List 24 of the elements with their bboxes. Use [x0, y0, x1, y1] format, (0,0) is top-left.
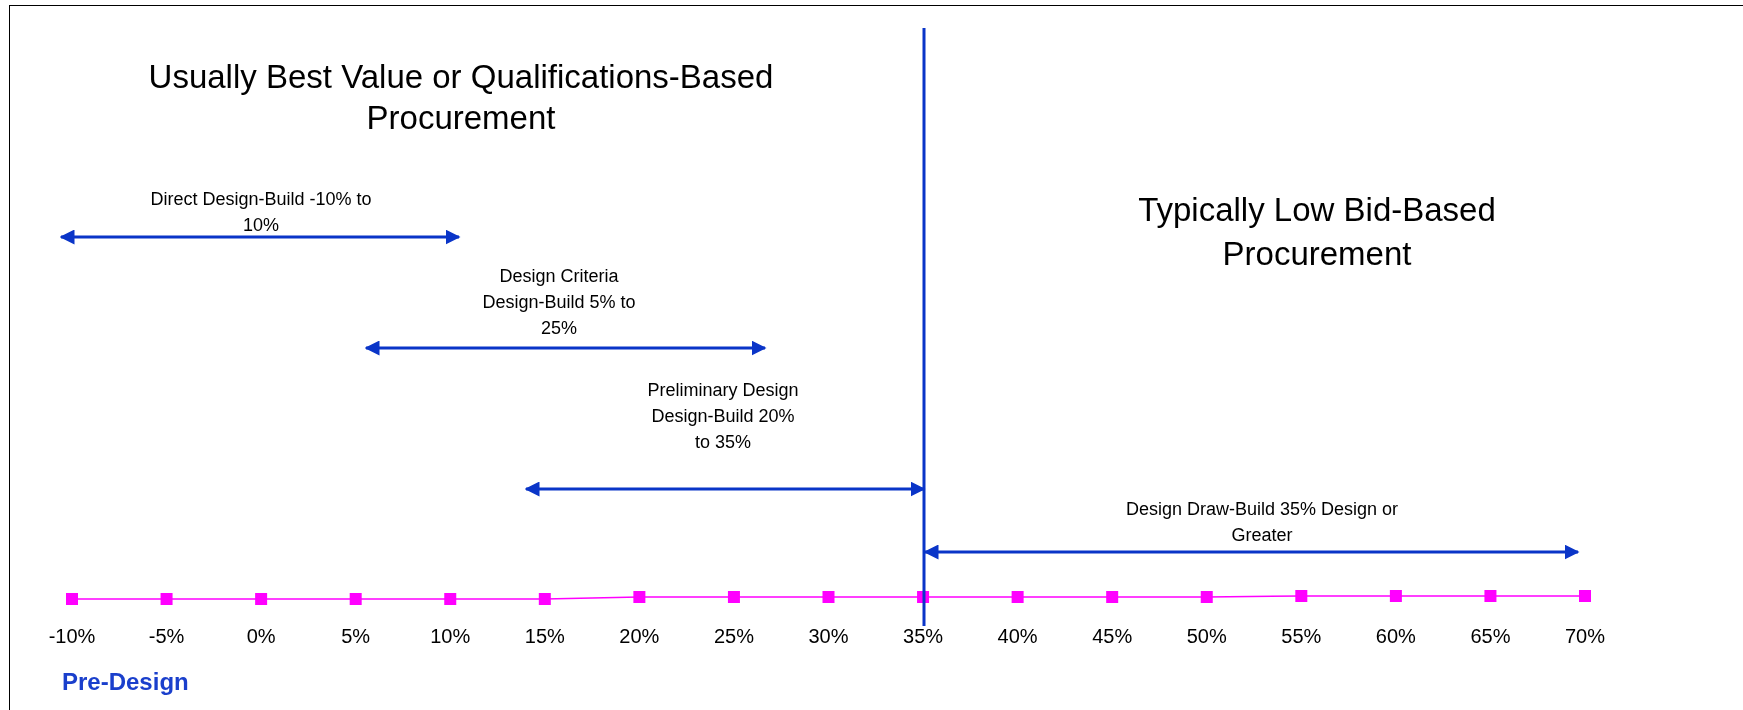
tick-label: 60%: [1374, 624, 1417, 648]
tick-label: 65%: [1469, 624, 1512, 648]
range-label: Design Draw-Build 35% Design or Greater: [1124, 498, 1400, 547]
tick-label: 45%: [1091, 624, 1134, 648]
tick-label: 25%: [712, 624, 755, 648]
tick-label: 40%: [996, 624, 1039, 648]
tick-label: -10%: [47, 624, 97, 648]
tick-label: 10%: [429, 624, 472, 648]
tick-label: 50%: [1185, 624, 1228, 648]
range-label: Design Criteria Design-Build 5% to 25%: [481, 265, 637, 340]
tick-label: 15%: [523, 624, 566, 648]
tick-label: 35%: [902, 624, 945, 648]
tick-label: 0%: [245, 624, 277, 648]
axis-title: Pre-Design: [62, 668, 189, 696]
range-label: Direct Design-Build -10% to 10%: [149, 188, 373, 237]
tick-label: 70%: [1564, 624, 1606, 648]
tick-label: -5%: [147, 624, 186, 648]
tick-label: 20%: [618, 624, 661, 648]
heading: Typically Low Bid-Based Procurement: [1137, 190, 1497, 274]
heading: Usually Best Value or Qualifications-Based Procurement: [147, 57, 775, 138]
tick-label: 30%: [807, 624, 850, 648]
tick-label: 5%: [340, 624, 372, 648]
range-label: Preliminary Design Design-Build 20% to 35%: [646, 379, 800, 454]
tick-label: 55%: [1280, 624, 1323, 648]
